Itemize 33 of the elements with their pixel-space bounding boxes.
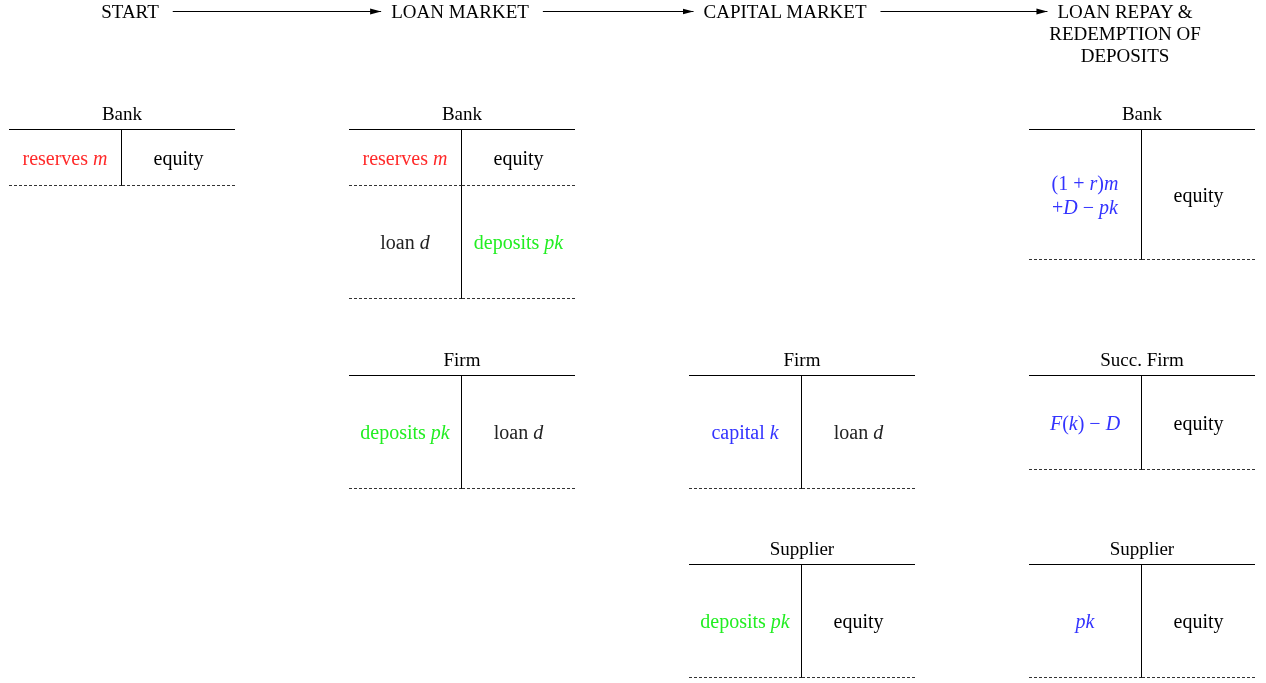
ledger-entry: reserves m: [9, 130, 122, 186]
stage-label: LOAN MARKET: [360, 1, 560, 23]
account-title: Succ. Firm: [1099, 349, 1185, 372]
arrow: [542, 8, 695, 15]
ledger-entry: deposits pk: [349, 376, 462, 489]
ledger-entry: loan d: [802, 376, 915, 489]
ledger-entry: loan d: [349, 186, 462, 299]
ledger-entry: reserves m: [349, 130, 462, 186]
ledger-entry: equity: [802, 565, 915, 678]
ledger-entry: equity: [462, 130, 575, 186]
ledger-entry: F(k) − D: [1029, 376, 1142, 470]
ledger-entry: loan d: [462, 376, 575, 489]
arrow: [879, 8, 1048, 15]
ledger-entry: equity: [1142, 565, 1255, 678]
ledger-entry: pk: [1029, 565, 1142, 678]
ledger-entry: (1 + r)m +D − pk: [1029, 130, 1142, 260]
account-title: Firm: [782, 349, 822, 372]
stage-label: CAPITAL MARKET: [670, 1, 900, 23]
ledger-entry: deposits pk: [689, 565, 802, 678]
arrow: [172, 8, 382, 15]
account-title: Bank: [1120, 103, 1164, 126]
stage-label: LOAN REPAY & REDEMPTION OF DEPOSITS: [1040, 1, 1210, 67]
account-title: Firm: [442, 349, 482, 372]
account-title: Bank: [440, 103, 484, 126]
ledger-entry: equity: [122, 130, 235, 186]
ledger-entry: deposits pk: [462, 186, 575, 299]
ledger-entry: capital k: [689, 376, 802, 489]
account-title: Supplier: [1108, 538, 1176, 561]
ledger-entry: equity: [1142, 376, 1255, 470]
account-title: Supplier: [768, 538, 836, 561]
ledger-entry: equity: [1142, 130, 1255, 260]
account-title: Bank: [100, 103, 144, 126]
stage-label: START: [60, 1, 200, 23]
